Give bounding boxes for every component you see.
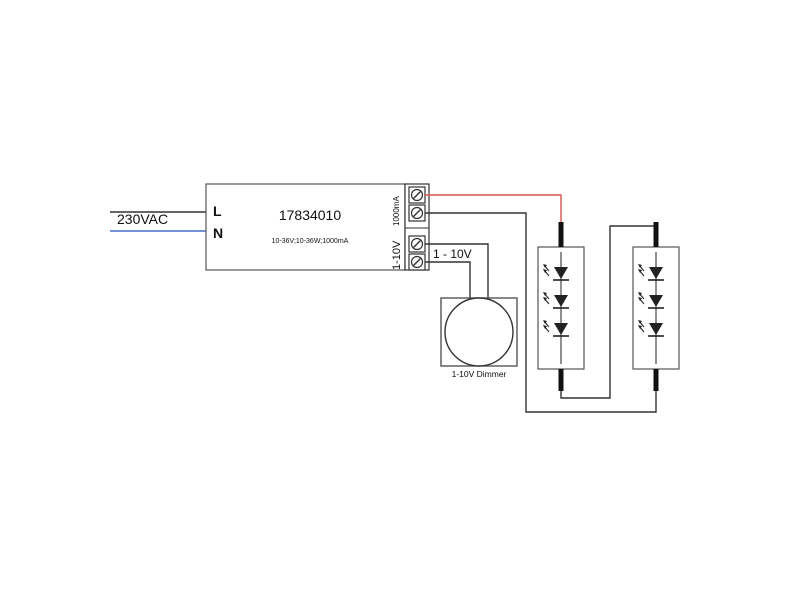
neutral-terminal-label: N <box>213 225 223 241</box>
dimmer-signal-label: 1 - 10V <box>433 247 472 261</box>
voltage-label: 230VAC <box>117 211 168 227</box>
dim-input-label: 1-10V <box>391 240 403 270</box>
dimmer-name: 1-10V Dimmer <box>452 369 507 379</box>
dimmer-wire-1 <box>425 243 489 300</box>
driver-box <box>205 183 406 271</box>
positive-output-wire <box>425 194 562 222</box>
led-module-1 <box>537 222 585 391</box>
output-negative-terminal <box>408 204 426 222</box>
terminal-block <box>404 183 430 271</box>
module-input-pin <box>558 222 564 247</box>
module-output-pin <box>653 369 659 391</box>
dimmer-knob <box>444 297 514 367</box>
module-input-pin <box>653 222 659 247</box>
driver-model: 17834010 <box>279 207 342 223</box>
dimmer <box>440 297 518 367</box>
dim-positive-terminal <box>408 235 426 253</box>
output-current-label: 1000mA <box>392 196 401 226</box>
output-positive-terminal <box>408 186 426 204</box>
led-module-2 <box>632 222 680 391</box>
dimmer-wire-2 <box>425 261 471 300</box>
module-output-pin <box>558 369 564 391</box>
driver-spec: 10-36V;10-36W;1000mA <box>272 238 349 245</box>
dim-negative-terminal <box>408 253 426 271</box>
negative-output-wire <box>425 212 657 413</box>
line-terminal-label: L <box>213 203 222 219</box>
